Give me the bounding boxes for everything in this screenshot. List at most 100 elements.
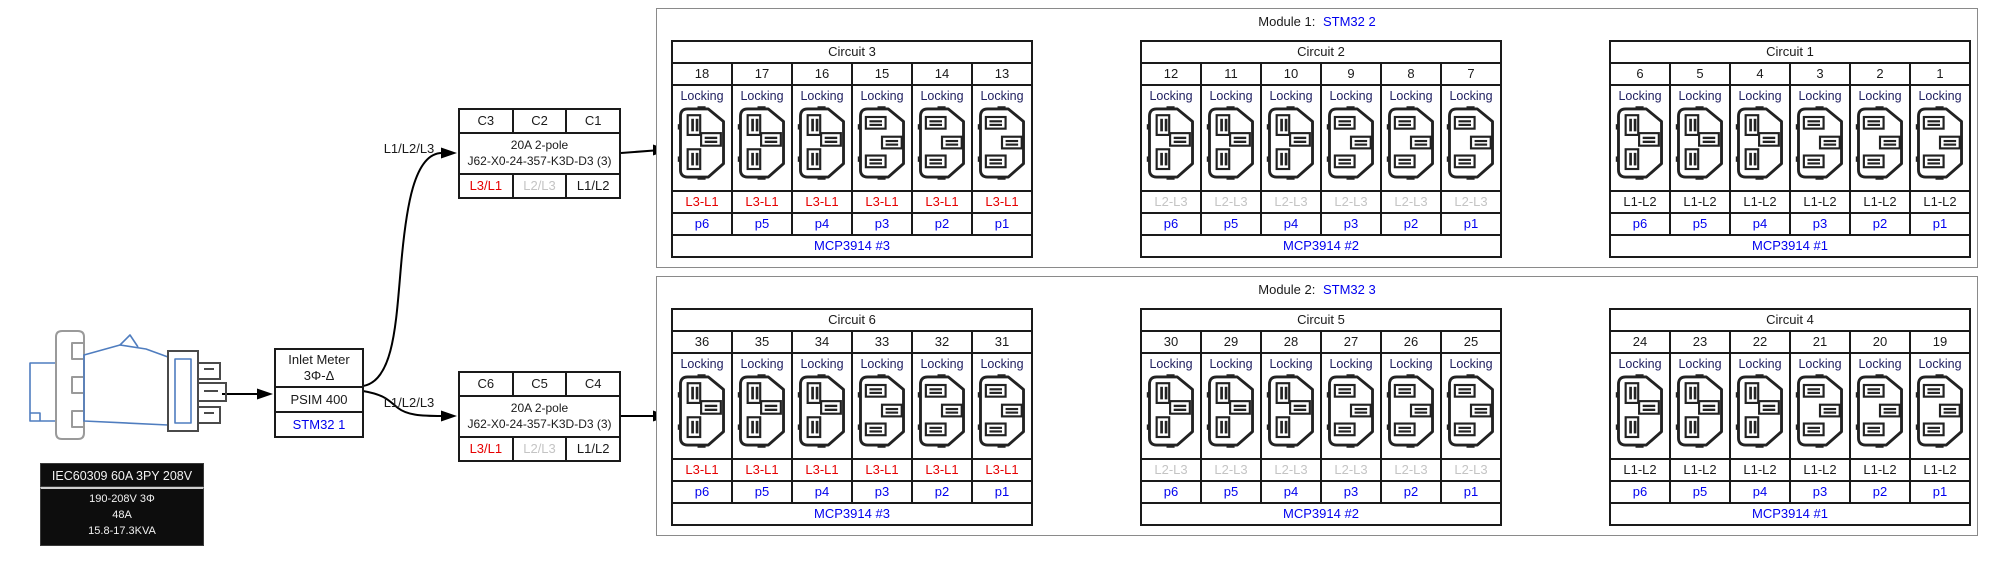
- outlet-row: Locking: [1142, 84, 1500, 190]
- breaker-panel-1: C3 C2 C1 20A 2-pole J62-X0-24-357-K3D-D3…: [458, 108, 621, 199]
- outlet-slots-straight: [984, 115, 1023, 169]
- outlet-type-label: Locking: [740, 357, 784, 371]
- outlet-type-label: Locking: [1738, 89, 1782, 103]
- outlet-slots-angled: [746, 114, 782, 171]
- outlet-cell: Locking: [1849, 86, 1909, 190]
- outlet-type-label: Locking: [1149, 89, 1193, 103]
- outlet-port-label: p1: [1909, 482, 1969, 502]
- outlet-cell: Locking: [1729, 354, 1789, 458]
- outlet-phase-label: L3-L1: [971, 460, 1031, 480]
- iec-c13-locking-outlet-icon: [797, 106, 845, 180]
- outlet-slots-angled: [1744, 382, 1780, 439]
- outlet-type-label: Locking: [1618, 89, 1662, 103]
- iec-c13-locking-outlet-icon: [1386, 374, 1434, 448]
- outlet-slots-angled: [1215, 382, 1251, 439]
- outlet-type-label: Locking: [1449, 357, 1493, 371]
- outlet-phase-label: L1-L2: [1623, 194, 1657, 209]
- plug-spec-line: 15.8-17.3KVA: [88, 524, 156, 537]
- outlet-number: 24: [1632, 334, 1648, 349]
- breaker-channel: C3: [477, 113, 495, 128]
- outlet-port-label: p6: [694, 216, 710, 231]
- outlet-type-label: Locking: [1389, 357, 1433, 371]
- outlet-port-label: p5: [1200, 214, 1260, 234]
- inlet-meter-model: PSIM 400: [276, 388, 362, 413]
- outlet-number: 32: [911, 332, 971, 352]
- iec-c13-locking-outlet-icon: [1206, 374, 1254, 448]
- breaker-phase-label: L2/L3: [511, 175, 566, 197]
- outlet-slots-straight: [1922, 383, 1961, 437]
- outlet-phase-label: L3-L1: [685, 462, 719, 477]
- outlet-type-label: Locking: [800, 89, 844, 103]
- outlet-port-label: p4: [1260, 214, 1320, 234]
- breaker-rating-line1: 20A 2-pole: [510, 401, 569, 415]
- outlet-type-label: Locking: [920, 357, 964, 371]
- outlet-number: 14: [911, 64, 971, 84]
- outlet-phase-label: L1-L2: [1849, 192, 1909, 212]
- outlet-slots-angled: [1624, 382, 1660, 439]
- outlet-type-label: Locking: [1858, 357, 1902, 371]
- outlet-phase-label: L1-L2: [1669, 192, 1729, 212]
- iec-c13-locking-outlet-icon: [1795, 106, 1843, 180]
- outlet-row: Locking: [673, 352, 1031, 458]
- outlet-phase-label: L3-L1: [971, 192, 1031, 212]
- outlet-number: 4: [1729, 64, 1789, 84]
- outlet-number: 26: [1380, 332, 1440, 352]
- outlet-phase-label: L2-L3: [1200, 460, 1260, 480]
- iec-c13-locking-outlet-icon: [1446, 374, 1494, 448]
- outlet-number: 33: [851, 332, 911, 352]
- outlet-slots-straight: [1922, 115, 1961, 169]
- outlet-type-label: Locking: [920, 89, 964, 103]
- outlet-cell: Locking: [1260, 354, 1320, 458]
- outlet-cell: Locking: [1789, 354, 1849, 458]
- outlet-port-label: p4: [791, 214, 851, 234]
- iec-c13-locking-outlet-icon: [737, 374, 785, 448]
- outlet-number: 20: [1849, 332, 1909, 352]
- outlet-cell: Locking: [1669, 86, 1729, 190]
- outlet-port-label: p2: [1849, 482, 1909, 502]
- outlet-cell: Locking: [1380, 86, 1440, 190]
- breaker-channel: C4: [565, 373, 619, 395]
- outlet-slots-straight: [1333, 115, 1372, 169]
- outlet-cell: Locking: [1611, 86, 1669, 190]
- outlet-number: 23: [1669, 332, 1729, 352]
- iec-c13-locking-outlet-icon: [1795, 374, 1843, 448]
- outlet-slots-angled: [1215, 114, 1251, 171]
- iec-c13-locking-outlet-icon: [737, 106, 785, 180]
- outlet-port-label: p2: [911, 482, 971, 502]
- iec-c13-locking-outlet-icon: [1735, 374, 1783, 448]
- outlet-phase-label: L1-L2: [1789, 460, 1849, 480]
- outlet-phase-label: L1-L2: [1909, 460, 1969, 480]
- outlet-cell: Locking: [1142, 86, 1200, 190]
- outlet-slots-angled: [1155, 382, 1191, 439]
- module-label: Module 2: STM32 3: [657, 282, 1977, 297]
- breaker-rating: 20A 2-pole J62-X0-24-357-K3D-D3 (3): [460, 395, 619, 438]
- breaker-panel-2: C6 C5 C4 20A 2-pole J62-X0-24-357-K3D-D3…: [458, 371, 621, 462]
- outlet-slots-straight: [864, 115, 903, 169]
- outlet-cell: Locking: [1260, 86, 1320, 190]
- outlet-phase-label: L3-L1: [731, 460, 791, 480]
- outlet-type-label: Locking: [980, 89, 1024, 103]
- iec-c13-locking-outlet-icon: [677, 106, 725, 180]
- adc-label: MCP3914 #2: [1283, 238, 1359, 253]
- circuit-title: Circuit 3: [828, 44, 876, 59]
- outlet-port-label: p1: [1440, 482, 1500, 502]
- outlet-cell: Locking: [1909, 86, 1969, 190]
- iec-c13-locking-outlet-icon: [1326, 374, 1374, 448]
- outlet-number: 8: [1380, 64, 1440, 84]
- outlet-number: 11: [1200, 64, 1260, 84]
- outlet-cell: Locking: [1729, 86, 1789, 190]
- adc-label: MCP3914 #1: [1752, 506, 1828, 521]
- outlet-port-label: p6: [1163, 484, 1179, 499]
- module-label-prefix: Module 2:: [1258, 282, 1316, 297]
- outlet-cell: Locking: [1380, 354, 1440, 458]
- circuit-title: Circuit 4: [1766, 312, 1814, 327]
- plug-spec-body: 190-208V 3Φ 48A 15.8-17.3KVA: [40, 487, 204, 546]
- outlet-type-label: Locking: [1918, 89, 1962, 103]
